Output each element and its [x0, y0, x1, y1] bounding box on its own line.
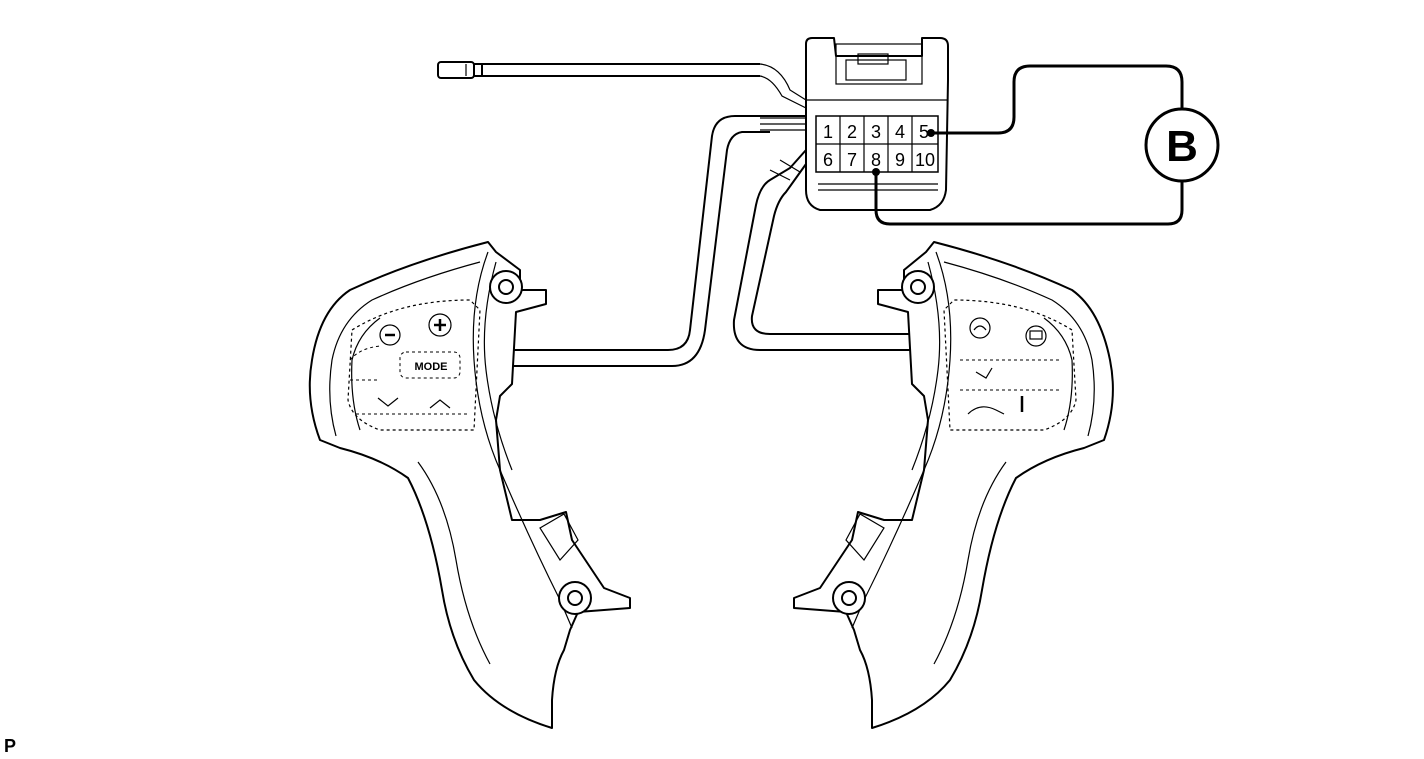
meter-label: B: [1166, 122, 1198, 171]
harness-left: [512, 115, 806, 367]
pin-10-label: 10: [915, 150, 935, 170]
mode-button-label: MODE: [415, 361, 448, 373]
pin-2-label: 2: [847, 122, 857, 142]
pin-5-label: 5: [919, 122, 929, 142]
pin-3-label: 3: [871, 122, 881, 142]
pin-4-label: 4: [895, 122, 905, 142]
meter-leads: [874, 64, 1184, 226]
harness-right: [732, 149, 915, 351]
cable-end-plug: [437, 61, 483, 79]
pin-1-label: 1: [823, 122, 833, 142]
pin-7-label: 7: [847, 150, 857, 170]
pin-9-label: 9: [895, 150, 905, 170]
switch-connector: 1 2 3 4 5 6 7 8 9 10: [805, 37, 949, 211]
pin-6-label: 6: [823, 150, 833, 170]
cable-top: [482, 63, 807, 109]
left-steering-pad-switch: MODE: [308, 241, 631, 729]
pin-8-label: 8: [871, 150, 881, 170]
right-steering-pad-switch: [793, 241, 1114, 729]
corner-mark: P: [4, 736, 16, 756]
ohmmeter: B: [1144, 107, 1220, 183]
